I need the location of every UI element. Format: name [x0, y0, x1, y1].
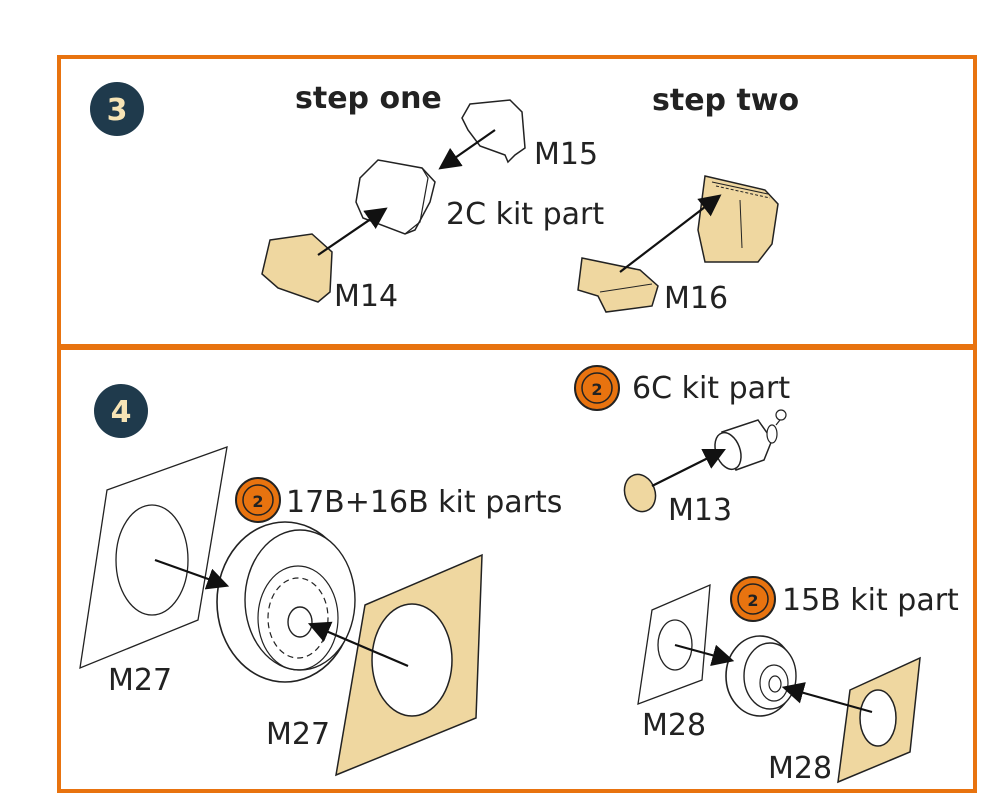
part-m14: [261, 233, 333, 303]
step-3-badge: 3: [90, 82, 144, 136]
arrow-m28-left: [674, 643, 735, 666]
label-m13: M13: [668, 493, 732, 528]
label-m28-left: M28: [642, 708, 706, 743]
label-15b-kit: 15B kit part: [782, 583, 959, 618]
label-m28-right: M28: [768, 751, 832, 786]
part-m16-upper: [697, 175, 779, 263]
step-two-heading: step two: [652, 83, 799, 118]
label-m27-left: M27: [108, 663, 172, 698]
label-m15: M15: [534, 137, 598, 172]
marker-number: 2: [747, 591, 758, 610]
label-m27-right: M27: [266, 717, 330, 752]
arrow-m16: [619, 194, 722, 273]
part-m28-left-mask: [637, 583, 711, 705]
part-m27-left-mask: [79, 446, 228, 670]
arrow-m28-right: [781, 682, 873, 714]
part-2c-kit: [355, 159, 436, 235]
step-3-number: 3: [107, 93, 128, 128]
arrow-m14-to-2c: [317, 207, 388, 256]
step-one-heading: step one: [295, 81, 442, 116]
arrow-m27-right: [307, 621, 409, 668]
part-small-wheel-kit: [725, 635, 797, 717]
marker-number: 2: [252, 492, 263, 511]
label-2c-kit: 2C kit part: [446, 197, 604, 232]
step-4-panel: [57, 344, 977, 793]
part-m16-lower: [577, 257, 659, 313]
arrow-m27-left: [154, 558, 230, 590]
marker-number: 2: [591, 380, 602, 399]
arrow-m15-to-2c: [438, 129, 496, 170]
label-m16: M16: [664, 281, 728, 316]
remove-part-icon: 2: [235, 477, 281, 523]
label-m14: M14: [334, 279, 398, 314]
step-3-panel: [57, 55, 977, 350]
label-6c-kit: 6C kit part: [632, 371, 790, 406]
part-m13: [623, 473, 657, 513]
part-6c-kit: [714, 409, 787, 471]
part-wheel-kit: [216, 521, 356, 683]
step-4-badge: 4: [94, 384, 148, 438]
remove-part-icon: 2: [574, 365, 620, 411]
arrow-m13: [651, 449, 726, 487]
part-m27-right-mask: [335, 553, 483, 777]
part-m28-right-mask: [837, 656, 921, 784]
step-4-number: 4: [111, 395, 132, 430]
remove-part-icon: 2: [730, 576, 776, 622]
label-17b-16b-kit: 17B+16B kit parts: [286, 485, 562, 520]
